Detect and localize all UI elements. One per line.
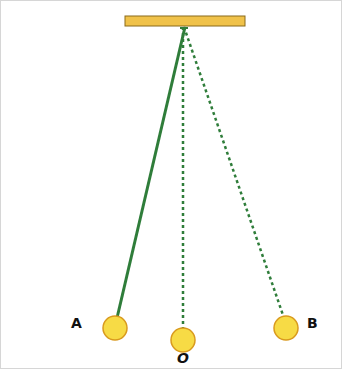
string-solid bbox=[117, 27, 185, 318]
support-bar bbox=[125, 16, 245, 26]
position-label: O bbox=[177, 350, 189, 366]
position-label: B bbox=[307, 315, 318, 331]
pivot bbox=[180, 27, 188, 29]
bob bbox=[103, 316, 127, 340]
position-label: A bbox=[71, 315, 82, 331]
bob bbox=[274, 316, 298, 340]
string-dotted bbox=[182, 27, 185, 330]
bob bbox=[171, 328, 195, 352]
string-dotted bbox=[184, 27, 284, 318]
